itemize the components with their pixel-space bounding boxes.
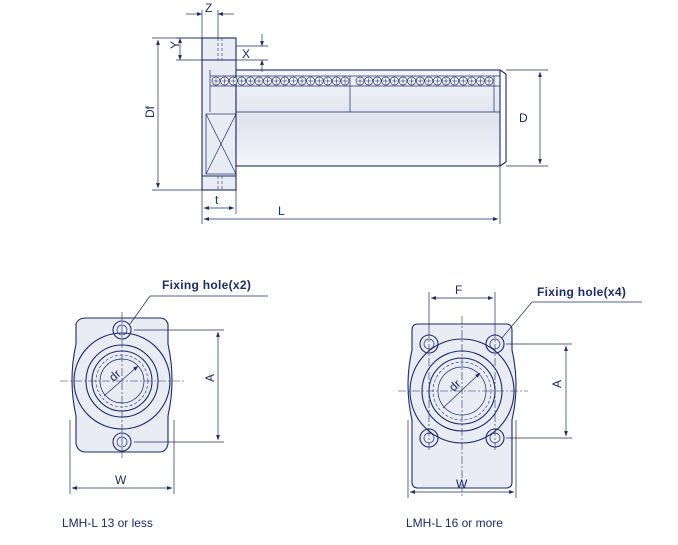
dim-y-label: Y [168, 41, 182, 49]
dim-w-label-small: W [115, 473, 127, 487]
ball-row-left [211, 76, 350, 86]
dim-w-label-large: W [456, 477, 468, 491]
side-view: Z Y X Df D t L [143, 1, 548, 224]
dim-d-label: D [519, 111, 528, 125]
front-view-large: dr Fixing hole(x4) F A W LMH-L 16 or mor… [398, 283, 642, 530]
dim-f-label: F [455, 283, 462, 297]
caption-small: LMH-L 13 or less [62, 516, 153, 530]
fixing-hole-callout-large: Fixing hole(x4) [537, 285, 626, 299]
dim-t-label: t [215, 193, 219, 207]
dim-l-label: L [278, 204, 285, 218]
fixing-hole-callout-small: Fixing hole(x2) [162, 278, 251, 292]
caption-large: LMH-L 16 or more [406, 516, 503, 530]
fixing-hole-bottom [112, 432, 132, 452]
dim-z-label: Z [205, 1, 212, 15]
dim-a-label-large: A [550, 380, 564, 388]
dim-df-label: Df [143, 105, 157, 118]
ball-row-right [355, 76, 494, 86]
dim-a-label-small: A [203, 374, 217, 382]
dim-x-label: X [242, 47, 250, 61]
fixing-hole-top [112, 320, 132, 340]
front-view-small: dr Fixing hole(x2) A W LMH-L 13 or less [60, 278, 268, 530]
